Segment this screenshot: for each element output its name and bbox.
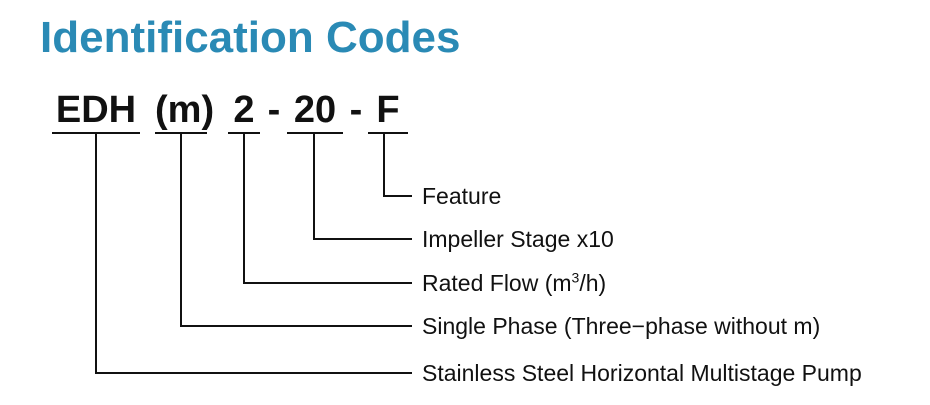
code-flow: 2 — [228, 88, 260, 134]
rated-flow-superscript: 3 — [571, 269, 580, 286]
label-rated-flow: Rated Flow (m3/h) — [422, 268, 606, 298]
label-pump-type: Stainless Steel Horizontal Multistage Pu… — [422, 360, 862, 386]
rated-flow-suffix: /h) — [579, 270, 607, 296]
connector-pump — [95, 134, 412, 374]
label-feature: Feature — [422, 183, 502, 209]
connector-feature — [383, 134, 412, 197]
code-separator-1: - — [267, 89, 281, 131]
label-single-phase: Single Phase (Three−phase without m) — [422, 313, 821, 339]
page-title: Identification Codes — [40, 13, 461, 62]
label-impeller-stage: Impeller Stage x10 — [422, 226, 614, 252]
connector-phase — [180, 134, 412, 327]
connector-stage — [313, 134, 412, 240]
code-phase: (m) — [155, 88, 214, 134]
code-separator-2: - — [349, 89, 363, 131]
connector-flow — [243, 134, 412, 284]
code-model: EDH — [52, 88, 140, 134]
rated-flow-prefix: Rated Flow (m — [422, 270, 572, 296]
code-stage: 20 — [287, 88, 343, 134]
code-feature: F — [368, 88, 408, 134]
